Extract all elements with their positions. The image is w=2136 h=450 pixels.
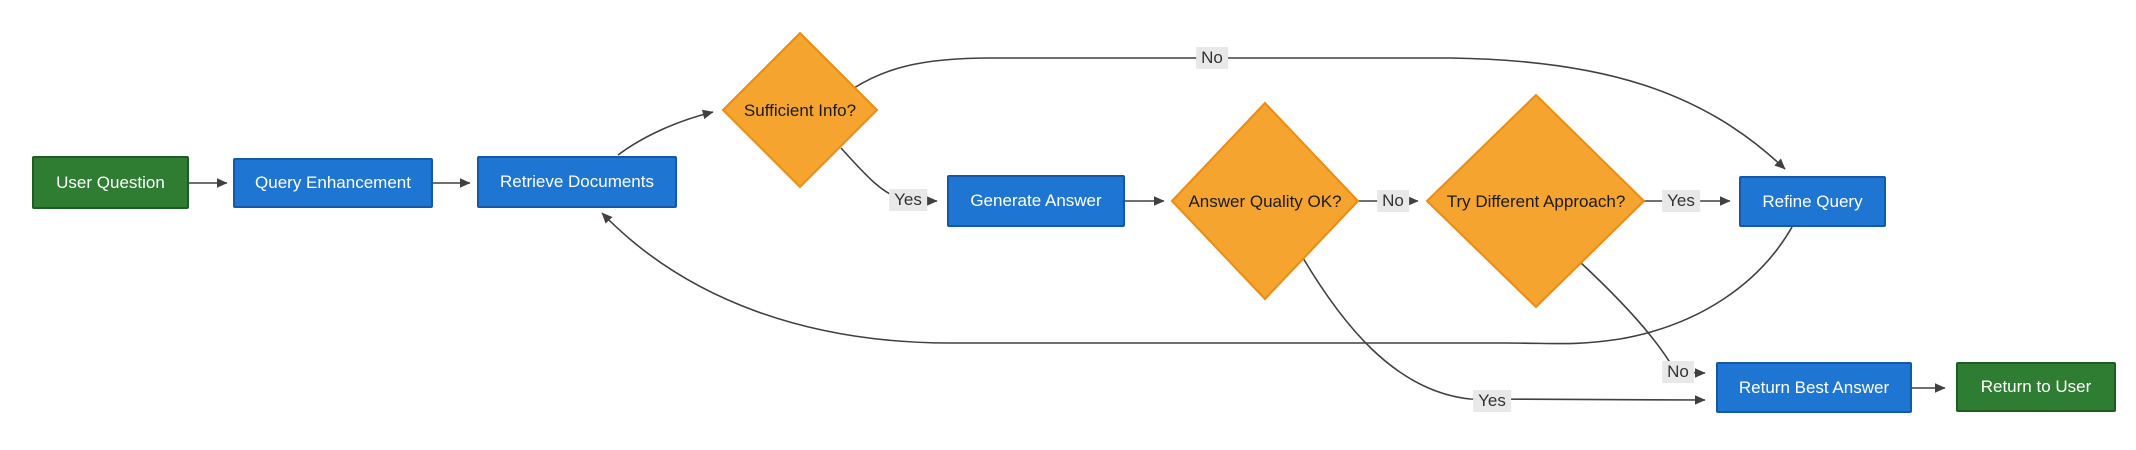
node-sufficient-info-label: Sufficient Info? [743, 101, 857, 120]
node-return-to-user: Return to User [1956, 362, 2116, 412]
node-sufficient-info-diamond [721, 31, 879, 189]
edge-label-sufficient-yes: Yes [889, 189, 927, 211]
edge-label-try-yes: Yes [1662, 190, 1700, 212]
node-answer-quality-label: Answer Quality OK? [1188, 192, 1342, 211]
node-user-question: User Question [32, 156, 189, 209]
node-return-best-answer: Return Best Answer [1716, 362, 1912, 413]
edge-try-different-no-to-return-best-answer [1579, 261, 1706, 378]
edge-label-sufficient-no: No [1196, 47, 1228, 69]
edge-sufficient-info-no-to-refine-query [853, 57, 1786, 170]
node-generate-answer: Generate Answer [947, 175, 1125, 227]
node-refine-query: Refine Query [1739, 176, 1886, 227]
edge-retrieve-documents-to-sufficient-info [617, 109, 714, 156]
node-answer-quality-diamond [1170, 101, 1360, 301]
edge-refine-query-to-retrieve-documents [601, 212, 1793, 345]
edge-label-quality-no: No [1377, 190, 1409, 212]
node-try-different-diamond [1425, 93, 1646, 309]
edge-label-quality-yes: Yes [1473, 390, 1511, 412]
node-query-enhancement: Query Enhancement [233, 158, 433, 208]
node-try-different-label: Try Different Approach? [1446, 192, 1626, 211]
edge-answer-quality-yes-to-return-best-answer [1302, 257, 1706, 405]
edge-label-try-no: No [1662, 361, 1694, 383]
node-retrieve-documents: Retrieve Documents [477, 156, 677, 208]
